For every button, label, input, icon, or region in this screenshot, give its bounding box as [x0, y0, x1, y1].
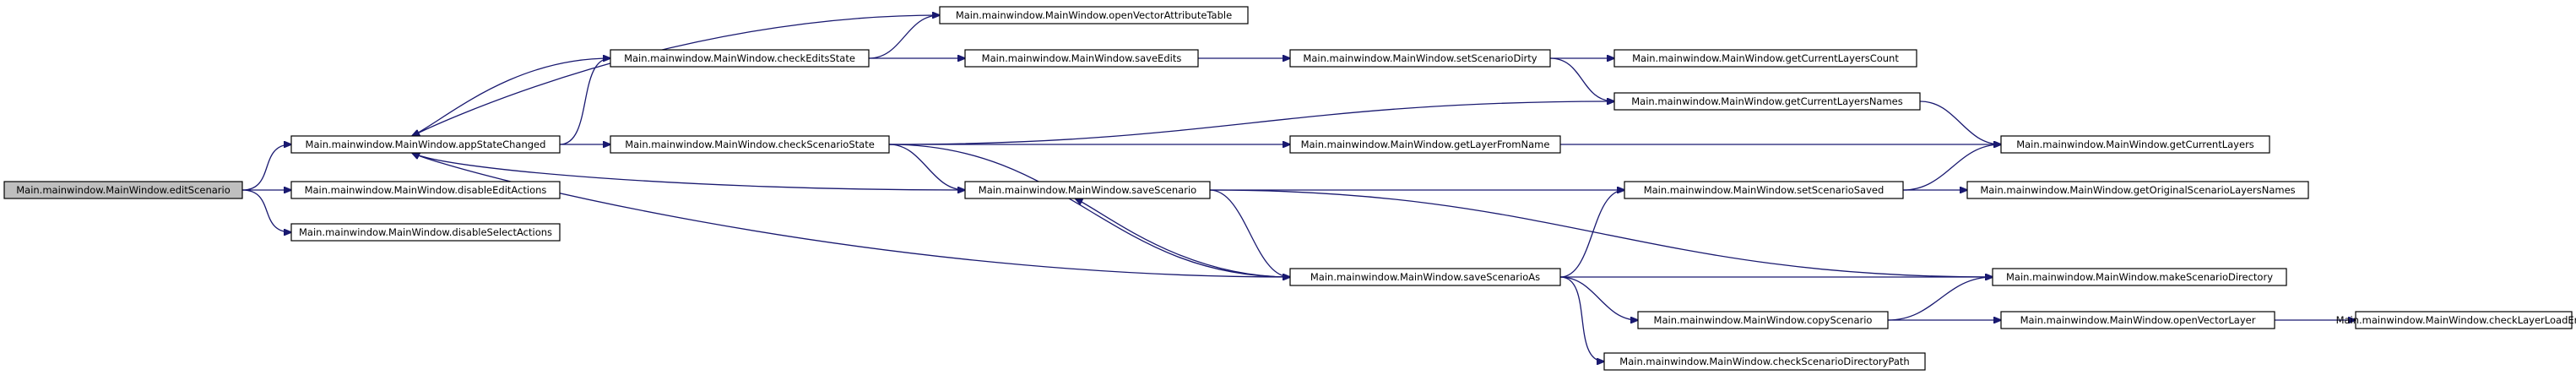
node-box: [1624, 181, 1904, 199]
edge-copyScenario-to-makeScenarioDirectory: [1887, 277, 1993, 321]
node-setScenarioSaved[interactable]: Main.mainwindow.MainWindow.setScenarioSa…: [1624, 181, 1904, 199]
node-getLayerFromName[interactable]: Main.mainwindow.MainWindow.getLayerFromN…: [1289, 135, 1561, 154]
node-saveScenario[interactable]: Main.mainwindow.MainWindow.saveScenario: [964, 181, 1211, 199]
node-label: Main.mainwindow.MainWindow.saveScenario: [979, 184, 1196, 196]
node-disableSelectActions[interactable]: Main.mainwindow.MainWindow.disableSelect…: [290, 223, 561, 242]
edge-saveScenario-to-makeScenarioDirectory: [1209, 189, 1993, 277]
node-box: [1289, 135, 1561, 154]
node-copyScenario[interactable]: Main.mainwindow.MainWindow.copyScenario: [1637, 311, 1889, 329]
node-label: Main.mainwindow.MainWindow.getOriginalSc…: [1980, 184, 2295, 196]
node-checkEditsState[interactable]: Main.mainwindow.MainWindow.checkEditsSta…: [610, 49, 870, 68]
node-label: Main.mainwindow.MainWindow.getCurrentLay…: [1631, 95, 1903, 107]
node-editScenario[interactable]: Main.mainwindow.MainWindow.editScenario: [3, 181, 243, 199]
node-openVectorAttributeTable[interactable]: Main.mainwindow.MainWindow.openVectorAtt…: [939, 6, 1249, 24]
node-box: [1603, 352, 1926, 371]
node-disableEditActions[interactable]: Main.mainwindow.MainWindow.disableEditAc…: [290, 181, 561, 199]
node-box: [964, 181, 1211, 199]
edge-checkScenarioState-to-getCurrentLayersNames: [888, 101, 1614, 145]
node-box: [1637, 311, 1889, 329]
edge-setScenarioDirty-to-getCurrentLayersNames: [1549, 57, 1614, 101]
node-label: Main.mainwindow.MainWindow.checkLayerLoa…: [2336, 314, 2576, 326]
node-box: [964, 49, 1199, 68]
node-box: [1613, 92, 1921, 111]
edge-checkScenarioState-to-saveScenarioAs: [888, 144, 1290, 277]
node-label: Main.mainwindow.MainWindow.getCurrentLay…: [1632, 52, 1899, 64]
node-setScenarioDirty[interactable]: Main.mainwindow.MainWindow.setScenarioDi…: [1289, 49, 1551, 68]
node-label: Main.mainwindow.MainWindow.appStateChang…: [306, 139, 546, 150]
node-box: [290, 181, 561, 199]
node-saveScenarioAs[interactable]: Main.mainwindow.MainWindow.saveScenarioA…: [1289, 268, 1561, 286]
edge-saveScenarioAs-to-copyScenario: [1559, 276, 1638, 320]
node-box: [290, 135, 561, 154]
node-layer: Main.mainwindow.MainWindow.editScenarioM…: [3, 6, 2576, 371]
edge-setScenarioSaved-to-getCurrentLayers: [1902, 144, 2001, 191]
node-box: [1289, 49, 1551, 68]
node-label: Main.mainwindow.MainWindow.checkScenario…: [625, 139, 875, 150]
node-label: Main.mainwindow.MainWindow.setScenarioDi…: [1303, 52, 1537, 64]
edge-checkScenarioState-to-saveScenario: [888, 144, 965, 190]
node-label: Main.mainwindow.MainWindow.disableSelect…: [299, 226, 552, 238]
node-label: Main.mainwindow.MainWindow.openVectorLay…: [2020, 314, 2256, 326]
edge-getCurrentLayersNames-to-getCurrentLayers: [1919, 101, 2001, 144]
node-appStateChanged[interactable]: Main.mainwindow.MainWindow.appStateChang…: [290, 135, 561, 154]
node-getCurrentLayers[interactable]: Main.mainwindow.MainWindow.getCurrentLay…: [2000, 135, 2270, 154]
node-box: [2000, 135, 2270, 154]
node-box: [290, 223, 561, 242]
node-box: [610, 49, 870, 68]
node-box: [3, 181, 243, 199]
edge-saveScenario-to-saveScenarioAs: [1209, 189, 1290, 277]
edge-saveScenarioAs-to-saveScenario: [1076, 198, 1291, 278]
node-label: Main.mainwindow.MainWindow.checkEditsSta…: [624, 52, 855, 64]
node-label: Main.mainwindow.MainWindow.setScenarioSa…: [1644, 184, 1885, 196]
node-checkScenarioState[interactable]: Main.mainwindow.MainWindow.checkScenario…: [610, 135, 890, 154]
edge-saveScenarioAs-to-checkScenarioDirectoryPath: [1559, 276, 1604, 361]
node-label: Main.mainwindow.MainWindow.saveScenarioA…: [1310, 271, 1540, 283]
node-label: Main.mainwindow.MainWindow.makeScenarioD…: [2006, 271, 2273, 283]
node-box: [2355, 311, 2573, 329]
edge-saveScenarioAs-to-setScenarioSaved: [1559, 190, 1624, 278]
node-box: [610, 135, 890, 154]
node-getCurrentLayersNames[interactable]: Main.mainwindow.MainWindow.getCurrentLay…: [1613, 92, 1921, 111]
node-label: Main.mainwindow.MainWindow.copyScenario: [1654, 314, 1873, 326]
node-box: [1966, 181, 2309, 199]
edge-appStateChanged-to-checkEditsState: [559, 58, 610, 145]
node-label: Main.mainwindow.MainWindow.getCurrentLay…: [2016, 139, 2254, 150]
node-box: [939, 6, 1249, 24]
node-getOriginalScenarioLayersNames[interactable]: Main.mainwindow.MainWindow.getOriginalSc…: [1966, 181, 2309, 199]
edge-saveScenarioAs-to-appStateChanged: [412, 153, 1291, 278]
edge-editScenario-to-appStateChanged: [241, 144, 291, 191]
edge-openVectorAttributeTable-to-appStateChanged: [412, 14, 941, 136]
edge-editScenario-to-disableSelectActions: [241, 189, 291, 232]
node-label: Main.mainwindow.MainWindow.openVectorAtt…: [956, 9, 1232, 21]
edge-layer: [241, 14, 2356, 361]
node-getCurrentLayersCount[interactable]: Main.mainwindow.MainWindow.getCurrentLay…: [1613, 49, 1917, 68]
node-box: [1289, 268, 1561, 286]
node-label: Main.mainwindow.MainWindow.checkScenario…: [1619, 356, 1909, 367]
node-label: Main.mainwindow.MainWindow.getLayerFromN…: [1301, 139, 1550, 150]
node-makeScenarioDirectory[interactable]: Main.mainwindow.MainWindow.makeScenarioD…: [1992, 268, 2287, 286]
edge-checkEditsState-to-openVectorAttributeTable: [868, 15, 940, 59]
node-saveEdits[interactable]: Main.mainwindow.MainWindow.saveEdits: [964, 49, 1199, 68]
edge-saveScenario-to-appStateChanged: [412, 153, 966, 191]
node-box: [2000, 311, 2275, 329]
node-label: Main.mainwindow.MainWindow.disableEditAc…: [305, 184, 547, 196]
node-openVectorLayer[interactable]: Main.mainwindow.MainWindow.openVectorLay…: [2000, 311, 2275, 329]
node-label: Main.mainwindow.MainWindow.editScenario: [16, 184, 230, 196]
node-checkScenarioDirectoryPath[interactable]: Main.mainwindow.MainWindow.checkScenario…: [1603, 352, 1926, 371]
node-box: [1992, 268, 2287, 286]
node-box: [1613, 49, 1917, 68]
node-label: Main.mainwindow.MainWindow.saveEdits: [982, 52, 1182, 64]
node-checkLayerLoadError[interactable]: Main.mainwindow.MainWindow.checkLayerLoa…: [2336, 311, 2576, 329]
edge-checkEditsState-to-appStateChanged: [412, 57, 611, 136]
